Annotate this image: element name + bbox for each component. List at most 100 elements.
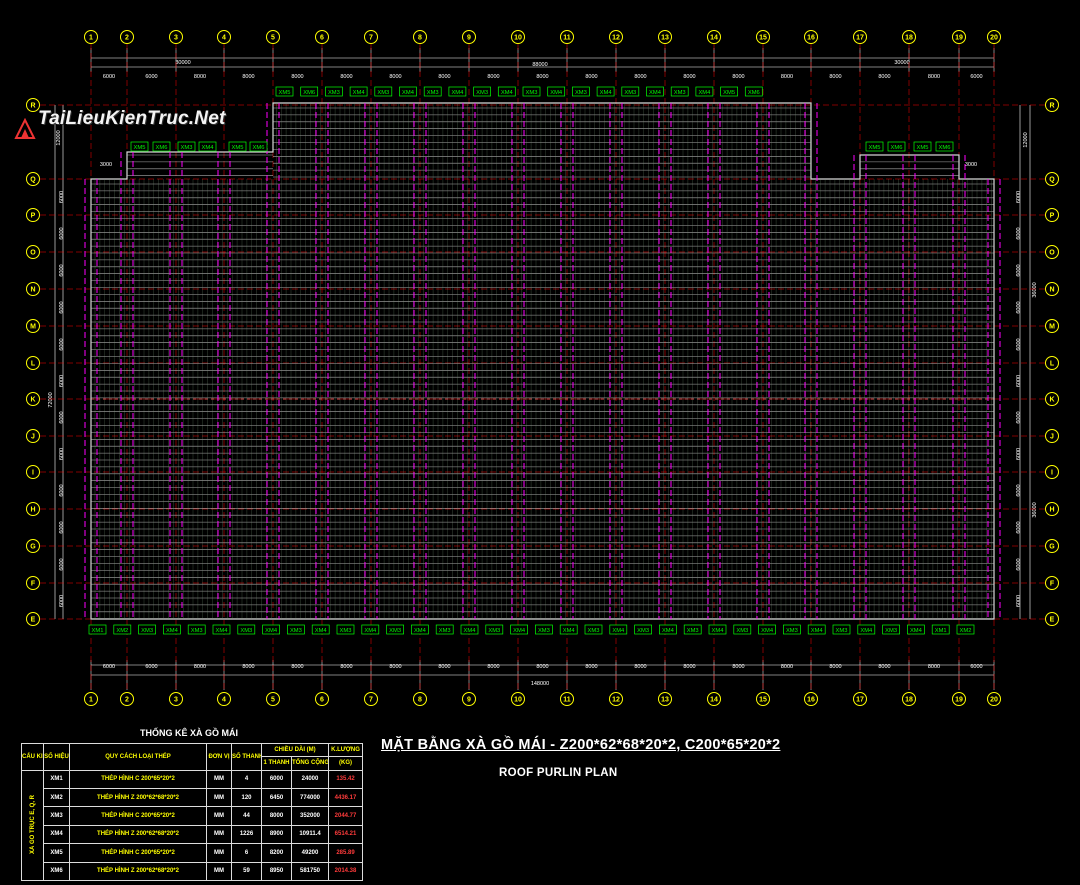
row-bubble-right: R — [1045, 98, 1059, 112]
tag-box — [497, 86, 516, 97]
top-span-label: 8000 — [585, 74, 597, 80]
row-bubble-right: H — [1045, 502, 1059, 516]
tag-box — [857, 624, 876, 635]
tag-box — [634, 624, 652, 635]
grid-bubble-circle — [804, 692, 818, 706]
schedule-one-length: 8950 — [261, 861, 292, 882]
tag-box — [386, 624, 404, 635]
purlin-tag-bottom: XM3 — [187, 624, 206, 635]
schedule-group-label: XÀ GỒ TRỤC E, Q, R — [29, 794, 36, 854]
top-span-label: 8000 — [683, 74, 695, 80]
grid-bubble-circle — [26, 172, 40, 186]
purlin-tag-bottom: XM3 — [435, 624, 454, 635]
schedule-group-cell: XÀ GỒ TRỤC E, Q, R — [21, 769, 44, 882]
right-row-span-label: 6000 — [1016, 264, 1022, 276]
top-span-label: 8000 — [634, 74, 646, 80]
tag-box — [659, 624, 677, 635]
schedule-spec: THÉP HÌNH Z 200*62*68*20*2 — [69, 787, 207, 808]
purlin-tag-bottom: XM3 — [683, 624, 702, 635]
grid-bubble-label: 16 — [807, 35, 815, 42]
schedule-one-length: 6000 — [261, 769, 292, 789]
tag-label: XM5 — [869, 145, 881, 151]
tag-box — [349, 86, 368, 97]
tag-label: XM3 — [340, 628, 352, 634]
grid-bubble-circle — [26, 282, 40, 296]
right-mid-dimension: 36000 — [1032, 282, 1038, 297]
grid-bubble-circle — [1045, 208, 1059, 222]
tag-label: XM3 — [538, 628, 550, 634]
grid-bubble-circle — [609, 692, 623, 706]
purlin-tag-bottom: XM2 — [113, 624, 132, 635]
grid-bubble-label: P — [31, 213, 36, 220]
left-top-dimension: 12000 — [56, 130, 62, 145]
schedule-unit: MM — [206, 769, 232, 789]
tag-label: XM4 — [202, 145, 215, 151]
grid-bubble-circle — [26, 539, 40, 553]
top-span-label: 8000 — [781, 74, 793, 80]
bottom-span-label: 8000 — [194, 664, 206, 670]
purlin-tag-bottom: XM4 — [262, 624, 280, 635]
grid-bubble-circle — [26, 245, 40, 259]
grid-bubble-label: 15 — [759, 35, 767, 42]
tag-label: XM5 — [279, 90, 291, 96]
row-bubble-right: N — [1045, 282, 1059, 296]
tag-box — [262, 624, 280, 635]
tag-box — [460, 624, 479, 635]
tag-box — [832, 624, 851, 635]
purlin-tag-bottom: XM3 — [535, 624, 553, 635]
bottom-span-label: 8000 — [781, 664, 793, 670]
grid-bubble-label: 1 — [89, 697, 93, 704]
drawing-subtitle: ROOF PURLIN PLAN — [499, 767, 618, 779]
grid-bubble-label: O — [30, 250, 36, 257]
row-bubble-left: R — [26, 98, 40, 112]
grid-bubble-label: H — [1049, 507, 1054, 514]
grid-bubble-label: N — [1049, 287, 1054, 294]
purlin-tag-step-left: XM5 — [228, 141, 247, 152]
grid-bubble-circle — [1045, 429, 1059, 443]
purlin-tag-top: XM3 — [423, 86, 442, 97]
purlin-tag-top: XM5 — [275, 86, 294, 97]
right-top-dimension: 12000 — [1023, 132, 1029, 147]
column-bubble-bottom: 1 — [84, 692, 98, 706]
row-bubble-right: K — [1045, 392, 1059, 406]
grid-bubble-circle — [84, 30, 98, 44]
grid-bubble-circle — [26, 98, 40, 112]
tag-label: XM3 — [181, 145, 193, 151]
grid-bubble-label: L — [1050, 361, 1055, 368]
tag-label: XM4 — [364, 628, 377, 634]
tag-box — [88, 624, 107, 635]
tag-label: XM4 — [910, 628, 923, 634]
tag-label: XM3 — [389, 628, 401, 634]
tag-label: XM4 — [402, 90, 415, 96]
column-bubble-top: 11 — [560, 30, 574, 44]
grid-bubble-label: G — [30, 544, 36, 551]
tag-label: XM5 — [723, 90, 735, 96]
column-bubble-bottom: 12 — [609, 692, 623, 706]
grid-bubble-circle — [1045, 245, 1059, 259]
top-span-label: 6000 — [970, 74, 982, 80]
purlin-tag-bottom: XM3 — [783, 624, 801, 635]
tag-label: XM3 — [674, 90, 686, 96]
purlin-tag-top: XM6 — [300, 86, 319, 97]
right-row-span-label: 6000 — [1016, 411, 1022, 423]
grid-bubble-circle — [120, 692, 134, 706]
purlin-tag-bottom: XM3 — [832, 624, 851, 635]
purlin-tag-step-right: XM5 — [865, 141, 884, 152]
tag-label: XM3 — [290, 628, 302, 634]
grid-bubble-circle — [1045, 356, 1059, 370]
grid-bubble-label: R — [30, 103, 35, 110]
schedule-id: XM3 — [43, 806, 70, 826]
schedule-weight: 4436.17 — [328, 787, 363, 808]
left-row-span-label: 6000 — [59, 558, 65, 570]
tag-label: XM6 — [303, 90, 315, 96]
tag-label: XM5 — [232, 145, 244, 151]
column-bubble-bottom: 19 — [952, 692, 966, 706]
top-left-group-dimension: 30000 — [175, 60, 190, 66]
grid-bubble-label: 7 — [369, 35, 373, 42]
grid-bubble-label: 11 — [563, 697, 571, 704]
grid-bubble-circle — [84, 692, 98, 706]
grid-bubble-label: 18 — [905, 35, 913, 42]
grid-bubble-label: 9 — [467, 35, 471, 42]
tag-box — [510, 624, 528, 635]
